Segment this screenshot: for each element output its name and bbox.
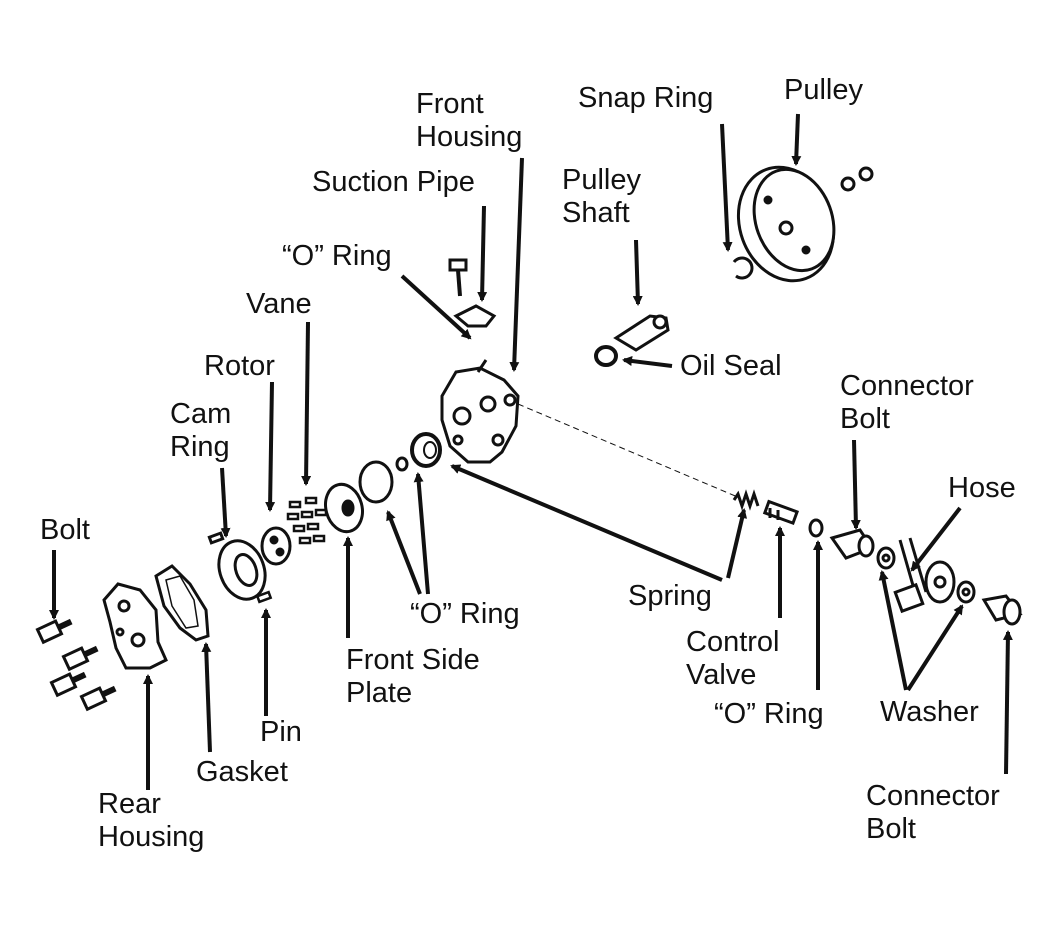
rear-housing-illustration — [102, 582, 168, 670]
connector-bolt-top-illustration — [829, 528, 875, 560]
label-cam-ring: Cam Ring — [170, 398, 232, 463]
pin-illustration — [255, 590, 273, 604]
label-vane: Vane — [246, 288, 312, 320]
label-control-valve: Control Valve — [686, 626, 780, 691]
washers-illustration — [876, 546, 976, 604]
label-bolt: Bolt — [40, 514, 90, 546]
label-spring: Spring — [628, 580, 712, 612]
spring-leader-arrow — [450, 464, 723, 582]
label-pin: Pin — [260, 716, 302, 748]
label-pulley-shaft: Pulley Shaft — [562, 164, 641, 229]
snap-ring-illustration — [732, 256, 754, 280]
spring-illustration — [732, 489, 760, 511]
o-ring-right-illustration — [808, 518, 824, 538]
label-front-side-plate: Front Side Plate — [346, 644, 480, 709]
label-o-ring-right: “O” Ring — [714, 698, 824, 730]
front-seal-illustration — [410, 432, 442, 468]
pulley-nut-illustration — [840, 166, 874, 192]
vanes-illustration — [286, 496, 328, 545]
gasket-illustration — [154, 564, 210, 642]
label-rotor: Rotor — [204, 350, 275, 382]
label-connector-bolt-bottom: Connector Bolt — [866, 780, 1000, 845]
label-oil-seal: Oil Seal — [680, 350, 782, 382]
label-pulley: Pulley — [784, 74, 863, 106]
leader-arrows — [49, 113, 1013, 790]
o-rings-illustration — [358, 456, 409, 504]
label-connector-bolt-top: Connector Bolt — [840, 370, 974, 435]
front-side-plate-illustration — [324, 482, 364, 534]
label-suction-pipe: Suction Pipe — [312, 166, 475, 198]
hose-illustration — [893, 537, 956, 614]
rotor-illustration — [260, 526, 292, 566]
label-snap-ring: Snap Ring — [578, 82, 714, 114]
label-o-ring-mid: “O” Ring — [410, 598, 520, 630]
label-rear-housing: Rear Housing — [98, 788, 205, 853]
label-front-housing: Front Housing — [416, 88, 523, 153]
bolts-illustration — [35, 618, 117, 712]
label-gasket: Gasket — [196, 756, 288, 788]
label-o-ring-top: “O” Ring — [282, 240, 392, 272]
assembly-axis-line — [517, 403, 741, 499]
pulley-illustration — [736, 165, 836, 283]
label-hose: Hose — [948, 472, 1016, 504]
suction-pipe-illustration — [448, 258, 497, 328]
pulley-shaft-illustration — [613, 314, 670, 352]
connector-bolt-bottom-illustration — [981, 594, 1023, 626]
cam-ring-illustration — [207, 531, 267, 601]
label-washer: Washer — [880, 696, 979, 728]
control-valve-illustration — [762, 499, 800, 526]
oil-seal-illustration — [594, 345, 618, 367]
front-housing-illustration — [440, 359, 520, 464]
